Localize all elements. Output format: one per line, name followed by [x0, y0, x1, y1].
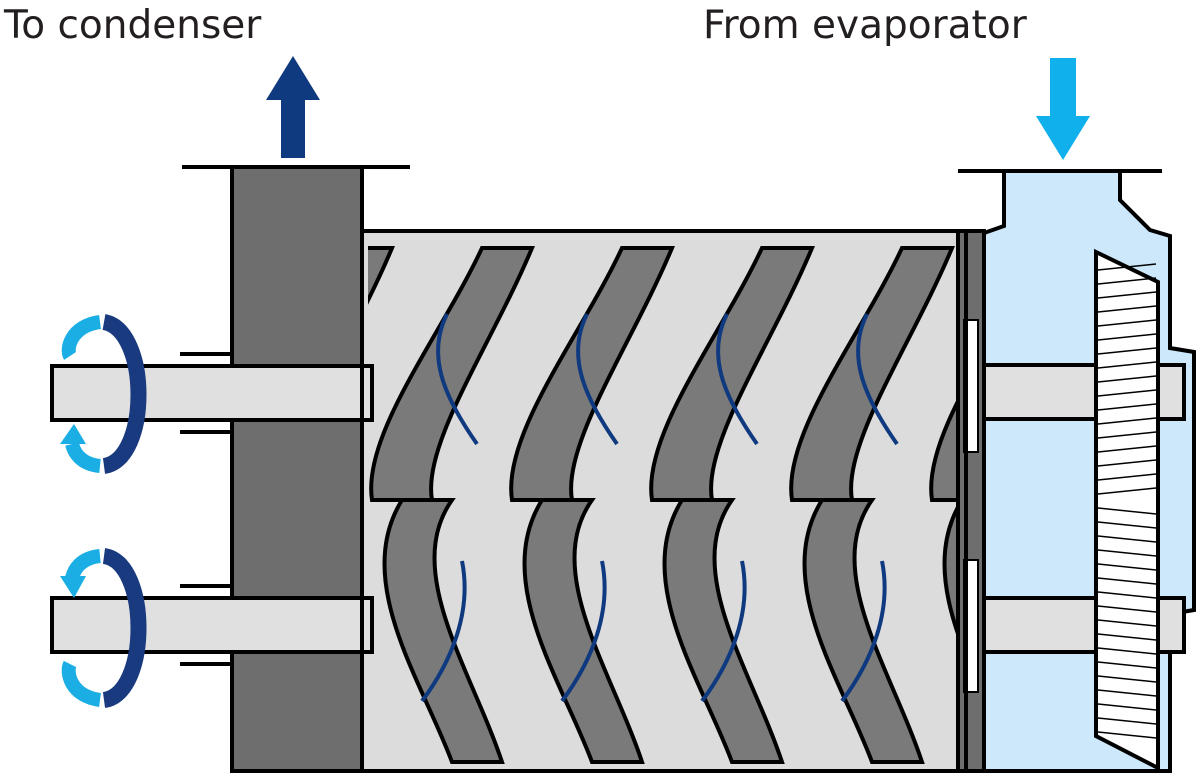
gear-tooth [1097, 689, 1157, 697]
gear-tooth [1097, 263, 1157, 271]
gear-tooth [1097, 563, 1157, 571]
gear-tooth [1097, 619, 1157, 627]
gear-tooth [1097, 661, 1157, 669]
rotor-lobe [789, 246, 956, 502]
gear-tooth [1097, 389, 1157, 397]
rotor-assembly [368, 246, 958, 764]
gear-tooth [1097, 487, 1157, 495]
flow-arrow-icon [576, 313, 619, 446]
rotor-lobe [368, 246, 396, 305]
gear-tooth [1097, 633, 1157, 641]
flow-arrow-icon [436, 313, 479, 446]
male-rotor-shaft [50, 364, 374, 422]
male-rotor [368, 246, 958, 502]
gear-tooth [1097, 277, 1157, 285]
flow-arrow-icon [560, 560, 607, 703]
gear-tooth [1097, 473, 1157, 481]
gear-tooth [1097, 445, 1157, 453]
gear-tooth [1097, 577, 1157, 585]
rotation-arrow-bottom-icon [60, 548, 147, 708]
suction-housing [982, 169, 1196, 773]
gear-tooth [1097, 361, 1157, 369]
capacity-control-gear [1094, 248, 1160, 772]
gear-tooth [1097, 507, 1157, 515]
gear-tooth [1097, 403, 1157, 411]
rotor-lobe [649, 246, 816, 502]
outlet-arrow-icon [266, 56, 320, 158]
housing-outline [360, 229, 968, 773]
gear-tooth [1097, 675, 1157, 683]
gear-tooth [1097, 319, 1157, 327]
inlet-arrow-icon [1036, 58, 1090, 160]
rotor-lobe [929, 396, 958, 502]
rotation-arrow-top-icon [60, 314, 147, 474]
gear-tooth [1097, 591, 1157, 599]
rotor-lobe [369, 246, 536, 502]
gear-tooth [1097, 375, 1157, 383]
flow-arrow-icon [716, 313, 759, 446]
bearing-ticks [180, 352, 232, 666]
rotor-lobe [942, 503, 958, 640]
gear-tooth [1097, 647, 1157, 655]
gear-tooth [1097, 431, 1157, 439]
flow-arrow-icon [420, 560, 467, 703]
flow-arrow-icon [840, 560, 887, 703]
flow-arrow-icon [700, 560, 747, 703]
rotor-lobe [522, 498, 645, 764]
gear-tooth [1097, 459, 1157, 467]
outlet-label: To condenser [4, 3, 262, 48]
gear-tooth [1097, 717, 1157, 725]
gear-tooth [1097, 347, 1157, 355]
gear-tooth [1097, 305, 1157, 313]
gear-tooth [1097, 417, 1157, 425]
rotor-lobe [802, 498, 925, 764]
gear-tooth [1097, 521, 1157, 529]
flow-arrow-icon [856, 313, 899, 446]
female-rotor-shaft [50, 596, 374, 654]
gear-tooth [1097, 731, 1157, 739]
gear-tooth [1097, 703, 1157, 711]
gear-tooth [1097, 291, 1157, 299]
gear-tooth [1097, 605, 1157, 613]
gear-tooth [1097, 535, 1157, 543]
rotor-lobe [509, 246, 676, 502]
discharge-housing [230, 165, 364, 773]
gear-tooth [1097, 333, 1157, 341]
gear-tooth [1097, 549, 1157, 557]
inlet-label: From evaporator [703, 3, 1027, 48]
rotor-lobe [662, 498, 785, 764]
rotor-lobe [382, 498, 505, 764]
female-rotor [382, 498, 958, 764]
